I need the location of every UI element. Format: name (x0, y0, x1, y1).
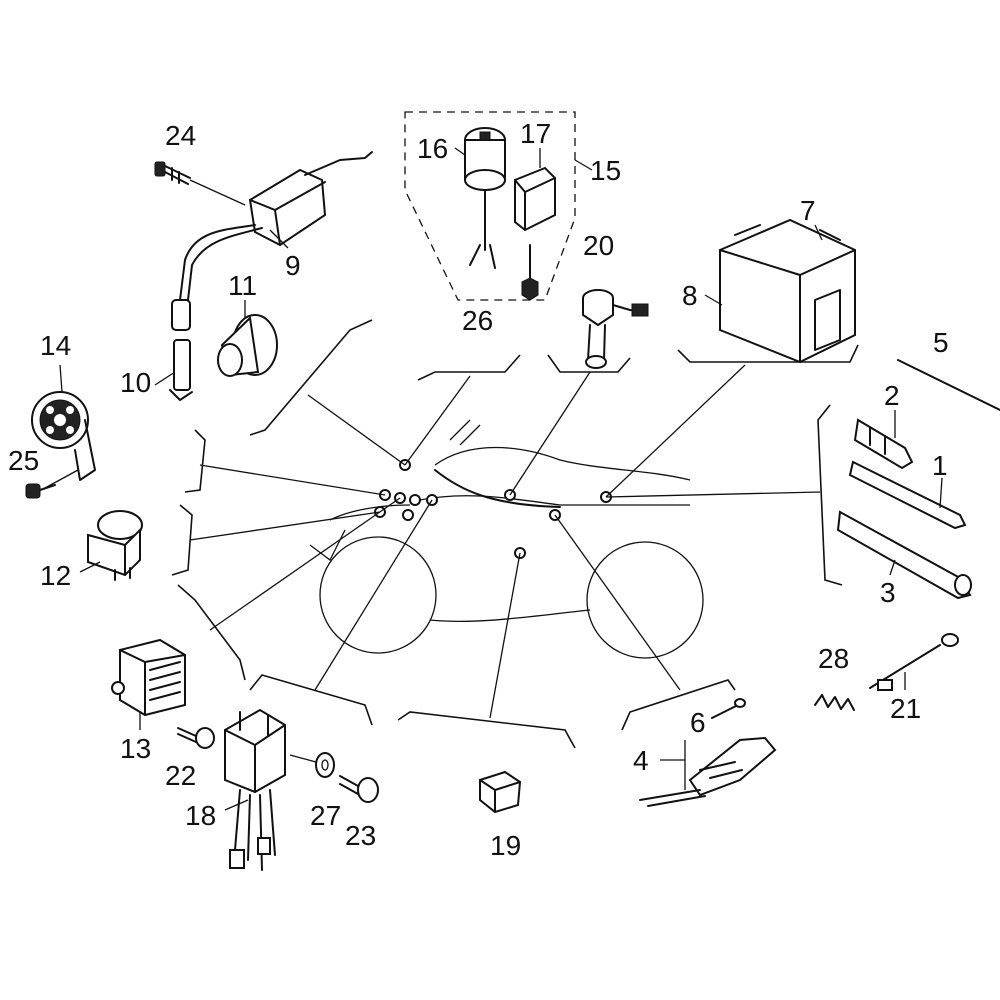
part-18-cdi-unit (224, 708, 286, 871)
callout-2: 2 (884, 380, 900, 411)
part-16-ignition-switch (454, 127, 506, 269)
callout-4: 4 (633, 745, 649, 776)
callout-25: 25 (8, 445, 39, 476)
part-5-rod (897, 359, 1000, 411)
callout-24: 24 (165, 120, 196, 151)
callout-22: 22 (165, 760, 196, 791)
callout-18: 18 (185, 800, 216, 831)
part-26-screw (521, 244, 539, 301)
callout-19: 19 (490, 830, 521, 861)
callout-26: 26 (462, 305, 493, 336)
part-19-relay (479, 770, 522, 814)
part-24-bolt (154, 161, 246, 206)
part-6-pin (711, 698, 746, 719)
part-27-washer (289, 752, 335, 778)
callout-6: 6 (690, 707, 706, 738)
callout-labels: 1 2 3 4 5 6 7 8 9 10 11 12 13 14 15 16 1… (8, 118, 949, 861)
part-11-rubber-boot (217, 300, 278, 377)
callout-9: 9 (285, 250, 301, 281)
part-21-cable (869, 633, 959, 691)
callout-20: 20 (583, 230, 614, 261)
vehicle-frame-outline (309, 419, 704, 659)
part-20-sensor (582, 289, 649, 369)
callout-1: 1 (932, 450, 948, 481)
callout-13: 13 (120, 733, 151, 764)
callout-21: 21 (890, 693, 921, 724)
callout-14: 14 (40, 330, 71, 361)
callout-11: 11 (228, 270, 257, 301)
part-9-ignition-coil (179, 151, 373, 301)
part-25-bolt (25, 469, 79, 499)
callout-27: 27 (310, 800, 341, 831)
group-brackets (171, 319, 859, 749)
part-1-rod (848, 460, 967, 530)
callout-8: 8 (682, 280, 698, 311)
part-7-battery (719, 218, 856, 364)
part-13-regulator-rectifier (111, 638, 186, 730)
part-4-bracket (639, 736, 777, 807)
part-12-relay (79, 510, 143, 581)
part-2-cable-end (853, 410, 914, 470)
part-28-spring (814, 694, 855, 711)
callout-12: 12 (40, 560, 71, 591)
callout-5: 5 (933, 327, 949, 358)
callout-7: 7 (800, 195, 816, 226)
part-22-screw (177, 727, 215, 749)
part-23-bolt (339, 775, 379, 803)
part-10-spark-plug-cap (154, 299, 193, 401)
callout-16: 16 (417, 133, 448, 164)
callout-10: 10 (120, 367, 151, 398)
part-8-leader (704, 294, 723, 306)
part-14-horn (31, 364, 96, 481)
callout-15: 15 (590, 155, 621, 186)
callout-23: 23 (345, 820, 376, 851)
part-15-ignition-switch-set (404, 111, 593, 301)
leader-lines (189, 364, 821, 719)
part-17-key-fob (514, 148, 556, 232)
part-3-tube (836, 510, 972, 600)
callout-3: 3 (880, 577, 896, 608)
callout-28: 28 (818, 643, 849, 674)
callout-17: 17 (520, 118, 551, 149)
